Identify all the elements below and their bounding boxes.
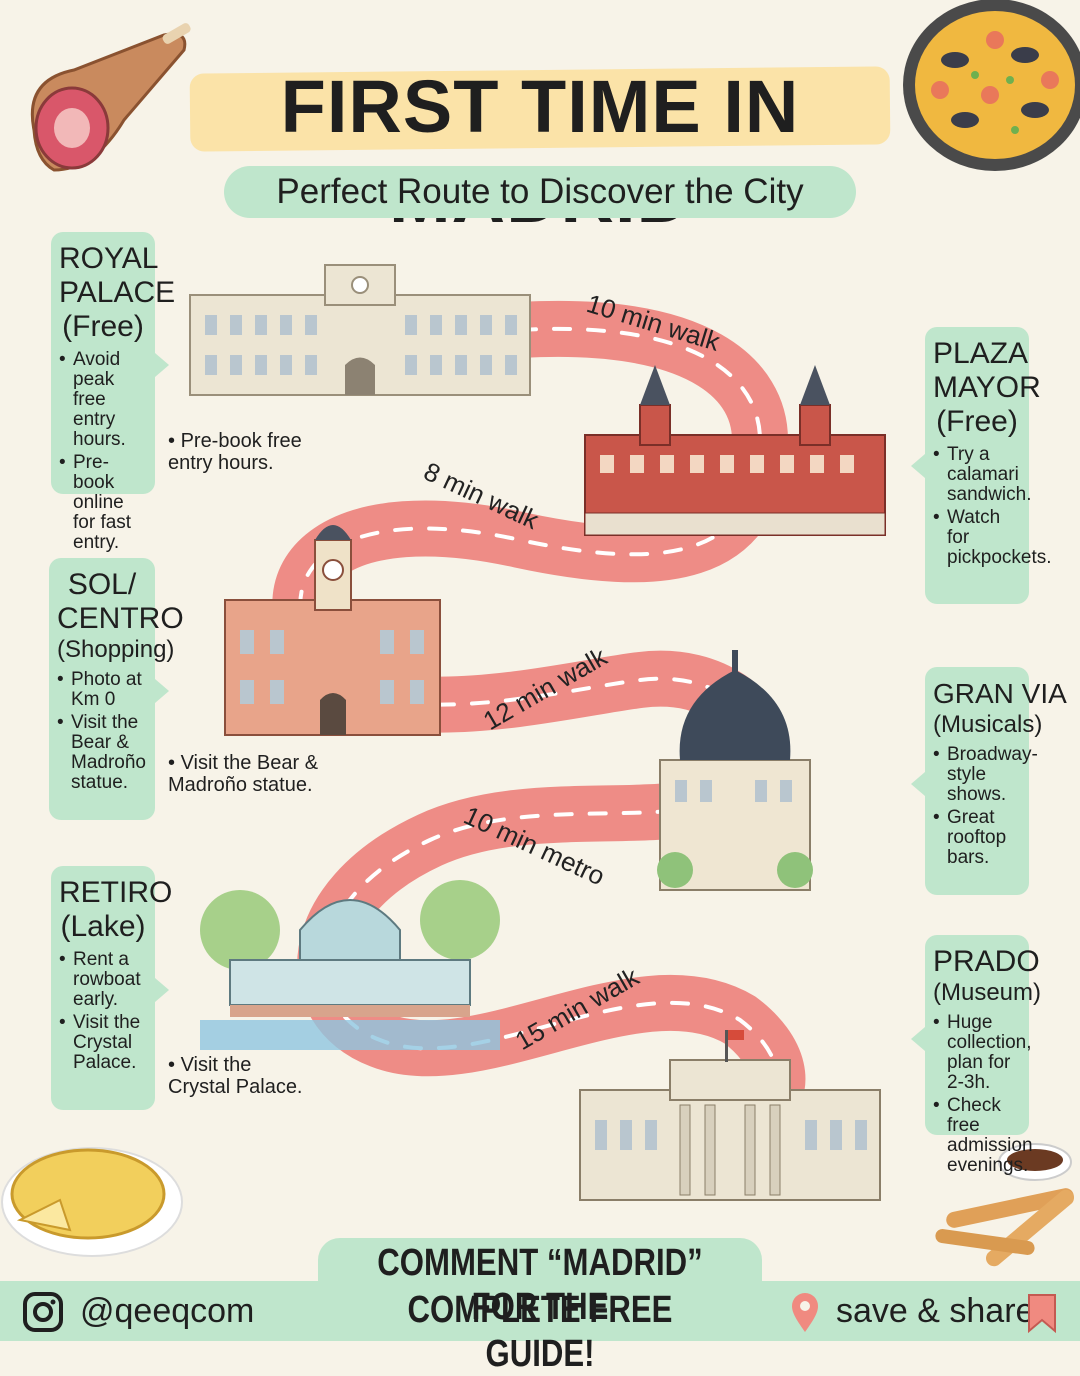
stop-tag: (Free) xyxy=(62,310,144,343)
cta-panel xyxy=(318,1238,762,1341)
stop-name: PRADO xyxy=(933,945,1040,978)
stop-tip: Pre-book online for fast entry. xyxy=(59,453,147,553)
stop-tag: (Free) xyxy=(936,405,1018,438)
plaza-mayor-illustration xyxy=(584,365,886,536)
stop-name: RETIRO xyxy=(59,876,173,909)
royal-palace-illustration xyxy=(189,264,531,396)
stop-name-line: SOL/ xyxy=(67,568,137,601)
cta-line-2: COMPLETE FREE GUIDE! xyxy=(407,1289,673,1375)
stop-tag: (Shopping) xyxy=(57,636,175,663)
stop-note-sol-centro: Visit the Bear & Madroño statue. xyxy=(168,752,328,796)
stop-name-line: PALACE xyxy=(59,276,176,309)
stop-name-line: PLAZA xyxy=(933,337,1029,370)
jamon-icon xyxy=(30,23,191,172)
stop-name-line: MAYOR xyxy=(933,371,1041,404)
bookmark-icon[interactable] xyxy=(1025,1292,1059,1334)
stop-card-sol-centro: SOL/ CENTRO (Shopping) Photo at Km 0 Vis… xyxy=(49,558,184,820)
sol-clock-tower-illustration xyxy=(224,525,441,736)
stop-card-prado: PRADO (Museum) Huge collection, plan for… xyxy=(911,935,1042,1176)
stop-tip: Photo at Km 0 xyxy=(57,670,147,710)
stop-tip: Rent a rowboat early. xyxy=(59,950,147,1010)
stop-note-royal-palace: Pre-book free entry hours. xyxy=(168,430,328,474)
instagram-icon[interactable] xyxy=(22,1291,64,1333)
cta-line-1: COMMENT “MADRID” FOR THE xyxy=(377,1242,703,1328)
stop-tip: Avoid peak free entry hours. xyxy=(59,350,147,450)
gran-via-metropolis-illustration xyxy=(657,650,813,891)
stop-name: GRAN VIA xyxy=(933,678,1067,709)
stop-tip: Try a calamari sandwich. xyxy=(933,445,1032,505)
stop-tip: Check free admission evenings. xyxy=(933,1096,1033,1176)
map-pin-icon xyxy=(792,1293,818,1332)
stop-card-plaza-mayor: PLAZA MAYOR (Free) Try a calamari sandwi… xyxy=(911,327,1052,604)
stop-note-retiro: Visit the Crystal Palace. xyxy=(168,1054,318,1098)
stop-tag: (Musicals) xyxy=(933,711,1043,738)
stop-card-retiro: RETIRO (Lake) Rent a rowboat early. Visi… xyxy=(51,866,173,1110)
stop-tip: Huge collection, plan for 2-3h. xyxy=(933,1013,1032,1093)
paella-icon xyxy=(903,0,1080,171)
page-subtitle: Perfect Route to Discover the City xyxy=(224,166,856,218)
social-handle[interactable]: @qeeqcom xyxy=(80,1292,255,1330)
stop-tip: Visit the Bear & Madroño statue. xyxy=(57,713,147,793)
stop-tip: Visit the Crystal Palace. xyxy=(59,1013,147,1073)
stop-name-line: CENTRO xyxy=(57,602,184,635)
stop-tag: (Museum) xyxy=(933,979,1042,1006)
stop-tip: Watch for pickpockets. xyxy=(933,508,1052,568)
stop-tip: Great rooftop bars. xyxy=(933,808,1021,868)
stop-tip: Broadway-style shows. xyxy=(933,745,1038,805)
route-road xyxy=(272,300,806,1138)
stop-card-gran-via: GRAN VIA (Musicals) Broadway-style shows… xyxy=(911,667,1067,895)
stop-card-royal-palace: ROYAL PALACE (Free) Avoid peak free entr… xyxy=(51,232,176,553)
crystal-palace-illustration xyxy=(200,880,500,1050)
tortilla-icon xyxy=(1,1147,183,1257)
prado-museum-illustration xyxy=(579,1030,881,1201)
save-share-text[interactable]: save & share xyxy=(836,1292,1035,1330)
stop-name-line: ROYAL xyxy=(59,242,159,275)
stop-tag: (Lake) xyxy=(60,910,146,943)
